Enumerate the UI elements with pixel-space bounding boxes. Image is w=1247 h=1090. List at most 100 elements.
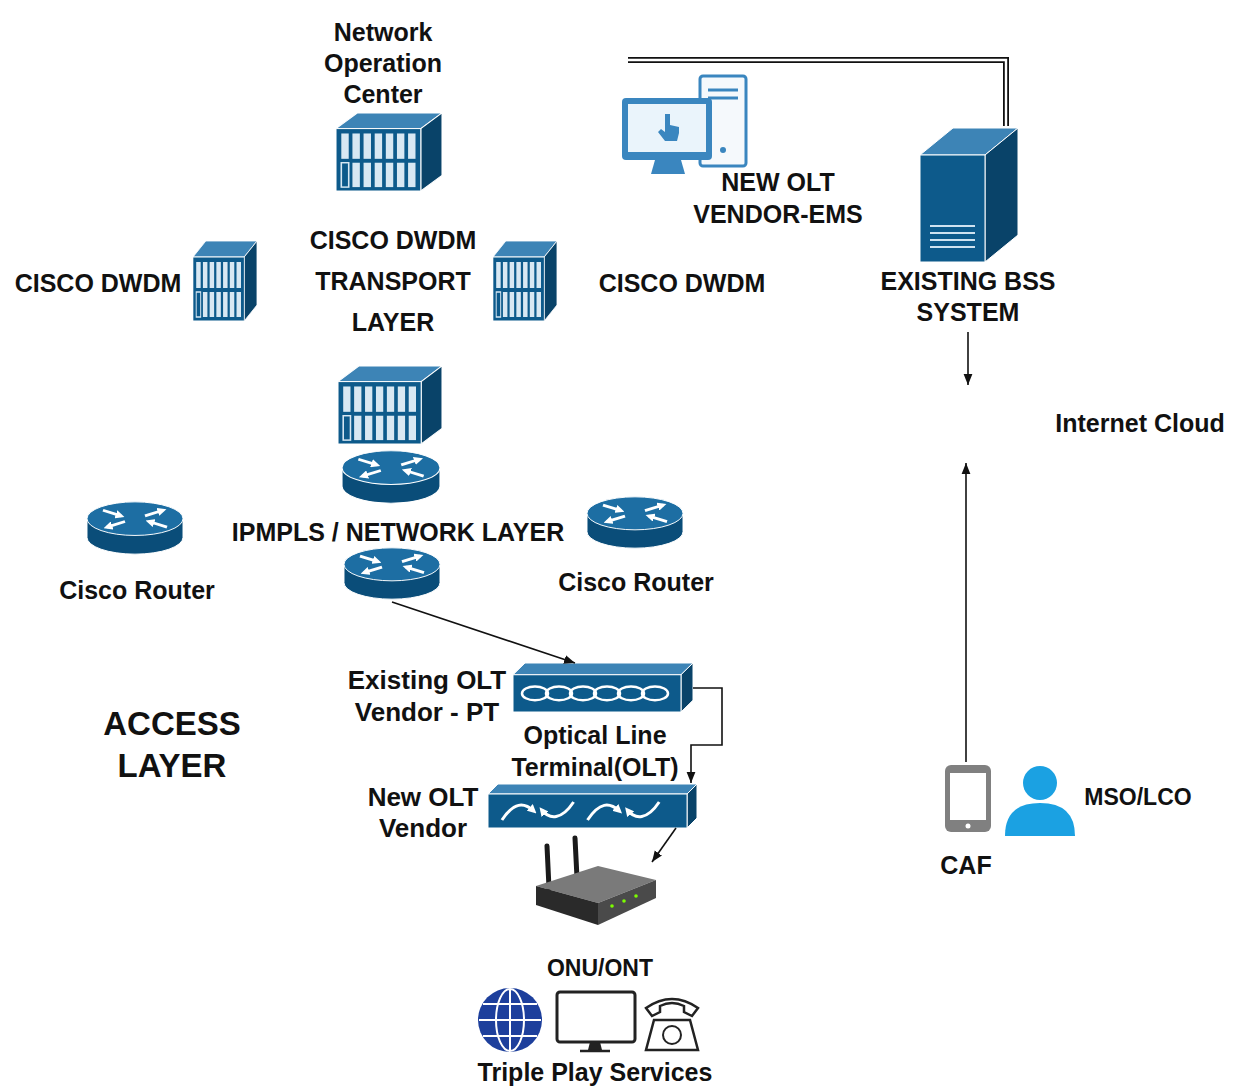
tv-base — [580, 1050, 610, 1053]
text-slot: CISCO DWDM — [592, 268, 772, 298]
globe-body — [478, 988, 542, 1052]
user-node: MSO/LCO — [1000, 760, 1196, 840]
connector — [628, 60, 1006, 126]
hand-cursor — [658, 114, 679, 141]
node-label: IPMPLS / NETWORK LAYER — [218, 518, 578, 547]
server-vents — [930, 226, 975, 247]
connector — [652, 828, 676, 862]
dwdm-node: CISCO DWDM — [490, 238, 772, 324]
node-label: Optical Line Terminal(OLT) — [504, 719, 686, 783]
drive-slot — [708, 97, 738, 100]
dwdm-node: CISCO DWDM — [8, 238, 260, 324]
text-slot: CISCO DWDM TRANSPORT LAYER — [293, 220, 493, 343]
dwdm-icon — [336, 113, 442, 191]
connector-line — [652, 828, 676, 862]
service-label: Triple Play Services — [445, 1059, 745, 1085]
text-slot: IPMPLS / NETWORK LAYER — [218, 518, 578, 547]
text-slot: EXISTING BSS SYSTEM — [871, 266, 1066, 328]
power-button — [720, 147, 726, 153]
double-line-inner — [628, 60, 1006, 126]
handset — [646, 999, 698, 1016]
mobile-button — [966, 824, 971, 829]
server-side — [985, 128, 1018, 262]
node-label: Internet Cloud — [1050, 409, 1230, 438]
person-head — [1023, 766, 1057, 800]
node-label: MSO/LCO — [1073, 783, 1203, 811]
text-slot: ONU/ONT — [535, 955, 665, 982]
dwdm-icon — [193, 241, 257, 321]
text-slot: Cisco Router — [47, 576, 227, 605]
olt-icon — [488, 784, 697, 828]
ont-side — [598, 880, 656, 925]
text-slot: CISCO DWDM — [8, 268, 188, 298]
node-label: Existing OLT Vendor - PT — [341, 664, 513, 728]
layer-ellipse — [241, 146, 554, 436]
connector — [968, 332, 969, 385]
node-label: CAF — [931, 851, 1001, 880]
text-slot: MSO/LCO — [1073, 783, 1203, 811]
olt-device: Existing OLT Vendor - PTOptical Line Ter… — [513, 663, 693, 712]
tv-screen — [557, 992, 635, 1042]
access-layer: ACCESS LAYER Existing OLT Vendor - PTOpti… — [18, 625, 694, 857]
status-led — [622, 899, 626, 903]
telephone-icon — [646, 999, 698, 1050]
router-icon — [342, 451, 440, 503]
mobile-body — [945, 765, 991, 832]
drive-slot — [708, 89, 738, 92]
server-icon — [920, 128, 1018, 262]
antenna — [547, 846, 549, 888]
double-line-outer — [628, 60, 1006, 126]
tv-icon — [557, 992, 635, 1051]
text-slot: ACCESS LAYER — [87, 703, 257, 787]
dwdm-icon — [493, 241, 557, 321]
olt-icon — [513, 663, 693, 712]
text-slot: Optical Line Terminal(OLT) — [504, 719, 686, 783]
status-led — [634, 894, 638, 898]
monitor-screen — [628, 104, 706, 152]
server-front — [920, 155, 985, 262]
cloud-node: Network Operation Center — [112, 0, 628, 114]
status-led — [610, 904, 614, 908]
globe-grid — [479, 989, 541, 1051]
server-node: EXISTING BSS SYSTEM — [868, 126, 1070, 332]
computer-icon — [622, 76, 746, 174]
internet-cloud: Internet Cloud — [905, 385, 1045, 463]
monitor-stand — [651, 160, 685, 174]
connector-line — [965, 463, 967, 762]
phone-device: CAF — [935, 762, 997, 882]
node-label: New OLT Vendor — [357, 782, 489, 844]
node-label: Cisco Router — [546, 568, 726, 597]
cloud-shape — [912, 390, 1043, 462]
node-label: Cisco Router — [47, 576, 227, 605]
cloud-shape — [138, 7, 621, 112]
node-label: Network Operation Center — [308, 17, 458, 110]
mobile-screen — [950, 773, 986, 820]
router-icon — [344, 548, 440, 599]
connector-line — [967, 332, 969, 385]
router-node: Cisco Router — [52, 498, 224, 608]
node-label: ONU/ONT — [535, 955, 665, 982]
transport-ring: CISCO DWDM TRANSPORT LAYER — [240, 145, 555, 437]
layer-ellipse — [81, 490, 691, 580]
connector — [691, 688, 722, 783]
globe-icon — [478, 988, 542, 1052]
ont-front — [536, 886, 598, 925]
node-label: NEW OLT VENDOR-EMS — [683, 166, 873, 230]
phone-dial — [663, 1026, 681, 1044]
antenna — [575, 838, 577, 878]
ont-icon — [536, 838, 656, 925]
connector-line — [392, 602, 575, 663]
ems-terminal: NEW OLT VENDOR-EMS — [618, 72, 870, 232]
text-slot: CAF — [931, 851, 1001, 880]
olt-device: New OLT Vendor — [488, 783, 697, 828]
phone-body — [646, 1020, 698, 1050]
node-label: CISCO DWDM TRANSPORT LAYER — [293, 220, 493, 343]
node-label: CISCO DWDM — [8, 268, 188, 298]
monitor-frame — [622, 98, 712, 160]
router-icon — [87, 502, 183, 554]
connector — [966, 463, 967, 762]
person-body — [1005, 803, 1075, 836]
text-slot: Triple Play Services — [445, 1059, 745, 1085]
